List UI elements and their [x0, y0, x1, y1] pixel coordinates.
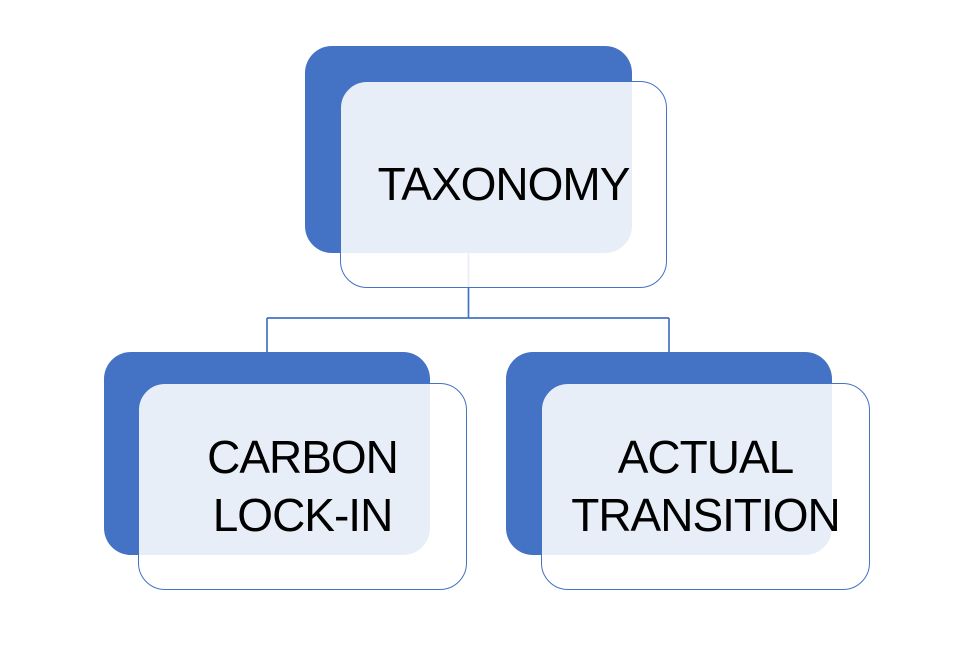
- connector-lines: [266, 253, 670, 353]
- diagram-canvas: TAXONOMY CARBON LOCK-IN ACTUAL TRANSITIO…: [104, 46, 870, 590]
